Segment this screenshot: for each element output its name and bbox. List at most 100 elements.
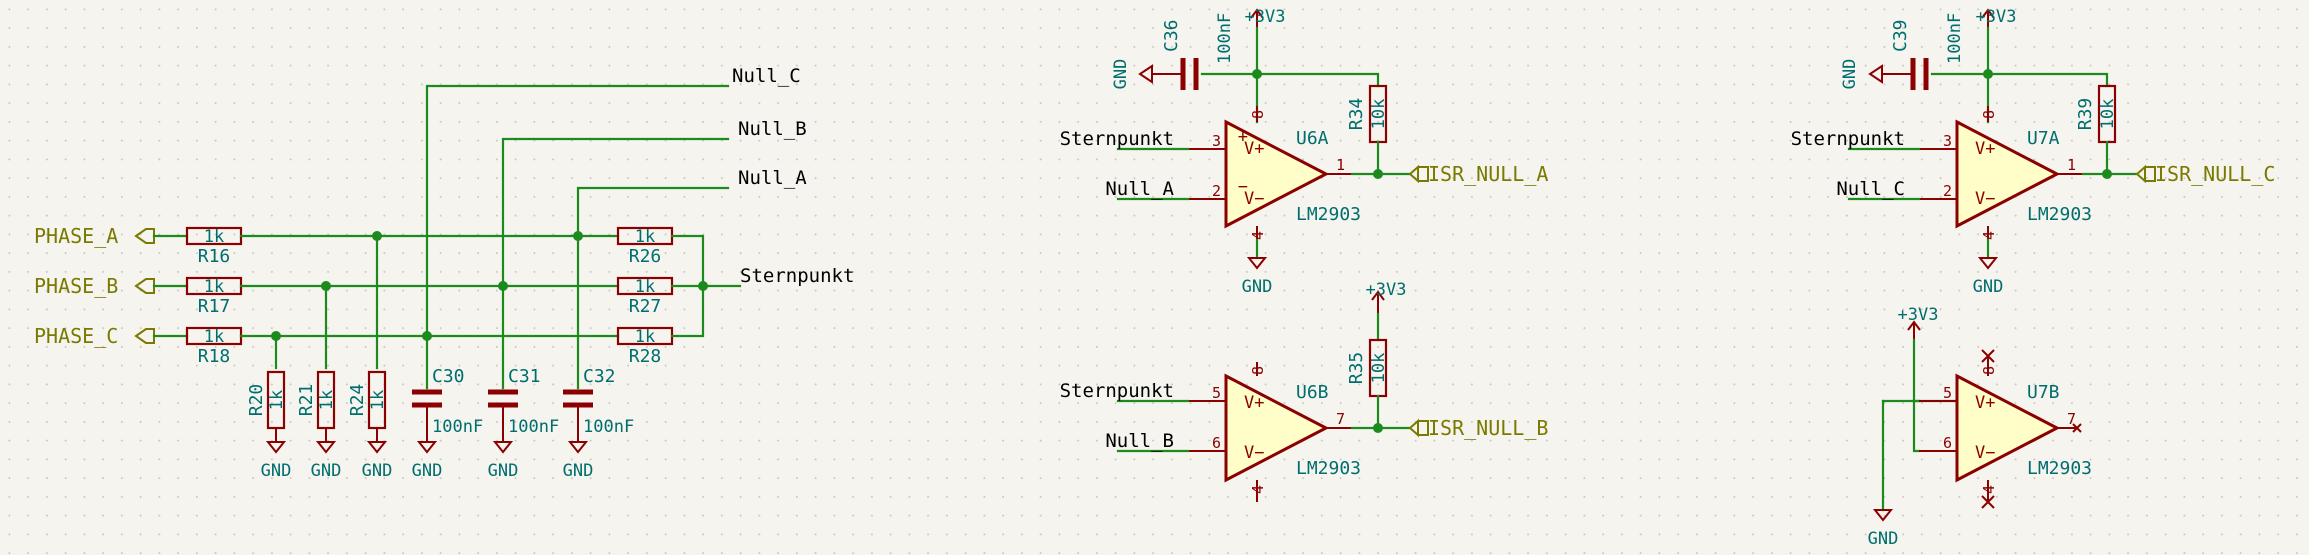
- port-isr-null-b: ISR_NULL_B: [1408, 416, 1548, 440]
- svg-text:GND: GND: [412, 461, 443, 481]
- svg-text:1k: 1k: [204, 277, 224, 297]
- svg-text:U6A: U6A: [1296, 128, 1329, 149]
- svg-text:1k: 1k: [317, 390, 337, 410]
- resistor-r35: 10k R35: [1346, 338, 1389, 398]
- svg-text:4: 4: [1980, 231, 1998, 240]
- comparator-u7a: +3V3 C39 100nF GND 10k R39 8 4 V+ V− 3: [1791, 7, 2276, 297]
- port-phase-a: PHASE_A: [34, 224, 155, 248]
- resistor-r24: 1k R24: [347, 370, 388, 430]
- label-null-b: Null_B: [738, 118, 807, 140]
- resistor-r21: 1k R21: [296, 370, 337, 430]
- port-isr-null-c: ISR_NULL_C: [2135, 162, 2275, 186]
- resistor-r26: 1k R26: [616, 226, 674, 267]
- svg-text:+3V3: +3V3: [1976, 7, 2017, 27]
- svg-text:LM2903: LM2903: [1296, 458, 1361, 479]
- svg-text:10k: 10k: [1369, 99, 1389, 130]
- svg-text:6: 6: [1943, 434, 1952, 452]
- svg-text:4: 4: [1249, 485, 1267, 494]
- svg-text:7: 7: [2067, 410, 2076, 428]
- gnd-symbol: GND: [1973, 257, 2003, 297]
- gnd-symbol: GND: [1111, 59, 1153, 89]
- capacitor-c39: C39 100nF: [1882, 13, 1965, 90]
- port-phase-b: PHASE_B: [34, 274, 155, 298]
- svg-text:1k: 1k: [635, 327, 655, 347]
- svg-text:5: 5: [1943, 384, 1952, 402]
- svg-text:U6B: U6B: [1296, 382, 1329, 403]
- capacitor-c36: C36 100nF: [1152, 13, 1235, 90]
- svg-text:R28: R28: [629, 346, 662, 367]
- svg-text:8: 8: [1980, 366, 1998, 375]
- svg-text:R21: R21: [296, 384, 317, 417]
- label-null-c: Null_C: [732, 65, 801, 87]
- label-null-a: Null_A: [738, 167, 807, 189]
- svg-text:V−: V−: [1975, 189, 1995, 209]
- power-3v3-symbol: +3V3: [1245, 7, 1285, 28]
- svg-text:ISR_NULL_C: ISR_NULL_C: [2155, 162, 2275, 186]
- label-sternpunkt: Sternpunkt: [1791, 128, 1905, 150]
- svg-text:R20: R20: [246, 384, 267, 417]
- svg-text:R26: R26: [629, 246, 662, 267]
- resistor-r18: 1k R18: [185, 326, 243, 367]
- svg-text:1k: 1k: [368, 390, 388, 410]
- svg-text:8: 8: [1249, 110, 1267, 119]
- label-sternpunkt: Sternpunkt: [740, 265, 854, 287]
- svg-text:V+: V+: [1975, 139, 1995, 159]
- svg-text:3: 3: [1212, 132, 1221, 150]
- svg-text:LM2903: LM2903: [2027, 204, 2092, 225]
- svg-text:R35: R35: [1346, 352, 1367, 385]
- resistor-r16: 1k R16: [185, 226, 243, 267]
- gnd-symbol: GND: [1242, 257, 1273, 297]
- svg-text:5: 5: [1212, 384, 1221, 402]
- gnd-symbol: GND: [1868, 509, 1899, 549]
- svg-text:V−: V−: [1975, 443, 1995, 463]
- label-sternpunkt: Sternpunkt: [1060, 128, 1174, 150]
- gnd-symbol: GND: [412, 432, 443, 481]
- svg-text:7: 7: [1336, 410, 1345, 428]
- svg-text:2: 2: [1212, 182, 1221, 200]
- svg-text:R24: R24: [347, 384, 368, 417]
- svg-text:10k: 10k: [1369, 353, 1389, 384]
- svg-text:3: 3: [1943, 132, 1952, 150]
- svg-text:U7A: U7A: [2027, 128, 2060, 149]
- svg-text:GND: GND: [1242, 277, 1273, 297]
- svg-text:8: 8: [1249, 366, 1267, 375]
- svg-text:−: −: [1238, 177, 1248, 197]
- svg-text:4: 4: [1249, 231, 1267, 240]
- svg-text:GND: GND: [311, 461, 342, 481]
- svg-text:C31: C31: [508, 366, 541, 387]
- power-3v3-symbol: +3V3: [1898, 305, 1938, 340]
- port-phase-c: PHASE_C: [34, 324, 155, 348]
- gnd-symbol: GND: [488, 432, 518, 481]
- resistor-r20: 1k R20: [246, 370, 287, 430]
- svg-text:GND: GND: [1868, 529, 1899, 549]
- svg-text:1k: 1k: [635, 277, 655, 297]
- capacitor-c30: C30 100nF: [412, 366, 483, 437]
- gnd-symbol: GND: [261, 428, 292, 481]
- svg-text:100nF: 100nF: [1215, 13, 1235, 64]
- svg-text:GND: GND: [362, 461, 393, 481]
- svg-text:6: 6: [1212, 434, 1221, 452]
- svg-text:GND: GND: [261, 461, 292, 481]
- svg-text:V+: V+: [1244, 139, 1264, 159]
- svg-text:+: +: [1238, 127, 1248, 147]
- svg-text:U7B: U7B: [2027, 382, 2060, 403]
- capacitor-c31: C31 100nF: [488, 366, 559, 437]
- svg-text:GND: GND: [1840, 59, 1860, 90]
- port-isr-null-a: ISR_NULL_A: [1408, 162, 1548, 186]
- capacitor-c32: C32 100nF: [563, 366, 634, 437]
- comparator-u6a: +3V3 C36 100nF GND 10k R34 8 4 V+ V: [1060, 7, 1549, 297]
- comparator-u7b: +3V3 GND 8 4 V+ V− 5 6 7 U7B LM2903: [1868, 305, 2092, 549]
- svg-text:C39: C39: [1890, 19, 1911, 52]
- svg-text:R27: R27: [629, 296, 662, 317]
- svg-text:4: 4: [1980, 485, 1998, 494]
- svg-text:V+: V+: [1975, 393, 1995, 413]
- svg-text:R39: R39: [2075, 98, 2096, 131]
- svg-text:1k: 1k: [267, 390, 287, 410]
- svg-text:V+: V+: [1244, 393, 1264, 413]
- power-3v3-symbol: +3V3: [1976, 7, 2017, 28]
- svg-text:R17: R17: [198, 296, 231, 317]
- label-null-a: Null_A: [1105, 178, 1174, 200]
- svg-text:R16: R16: [198, 246, 231, 267]
